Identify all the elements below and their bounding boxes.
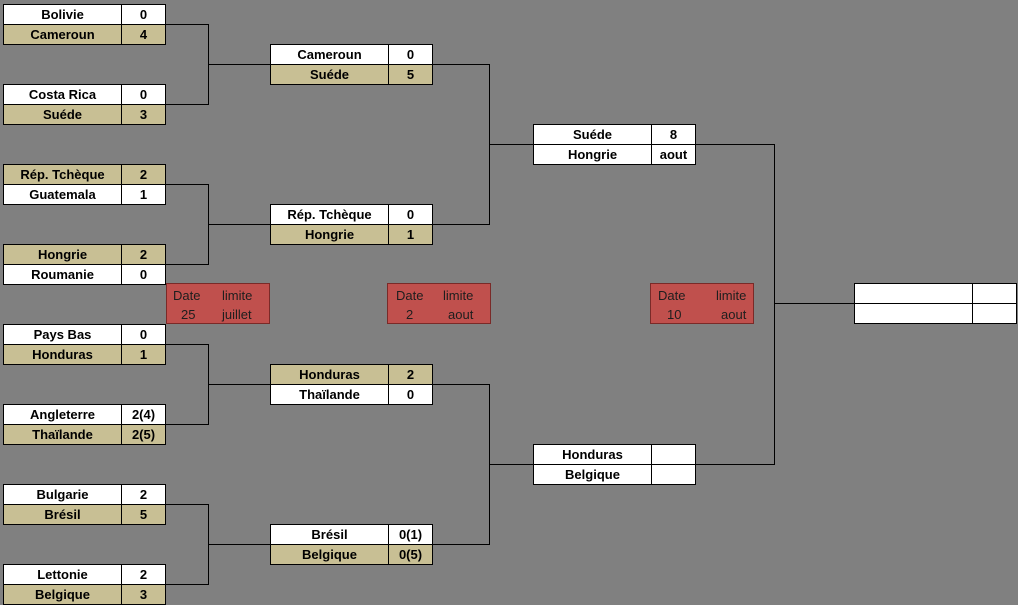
deadline-label-limit: limite — [222, 288, 253, 303]
team-name: Hongrie — [533, 144, 652, 165]
team-score — [972, 283, 1017, 304]
team-name: Suéde — [533, 124, 652, 145]
deadline-day: 2 — [406, 307, 414, 322]
team-name: Belgique — [270, 544, 389, 565]
team-score: 3 — [121, 104, 166, 125]
deadline-day: 10 — [667, 307, 682, 322]
team-score: 2 — [388, 364, 433, 385]
team-score: 4 — [121, 24, 166, 45]
team-name: Brésil — [3, 504, 122, 525]
team-score: 0 — [121, 324, 166, 345]
team-score: 2 — [121, 484, 166, 505]
deadline-label-date: Date — [658, 288, 686, 303]
team-name: Hongrie — [270, 224, 389, 245]
team-name: Honduras — [533, 444, 652, 465]
team-name: Cameroun — [270, 44, 389, 65]
team-score: 3 — [121, 584, 166, 605]
deadline-month: juillet — [222, 307, 252, 322]
team-name: Pays Bas — [3, 324, 122, 345]
deadline-month: aout — [448, 307, 474, 322]
deadline-round3: Date limite 10 aout — [650, 283, 754, 324]
team-score: 0(5) — [388, 544, 433, 565]
team-score: 0 — [388, 204, 433, 225]
team-score: 5 — [388, 64, 433, 85]
deadline-day: 25 — [181, 307, 196, 322]
team-score: 2 — [121, 564, 166, 585]
deadline-round2: Date limite 2 aout — [387, 283, 491, 324]
team-score: 1 — [121, 184, 166, 205]
team-name: Suéde — [270, 64, 389, 85]
team-score: 0 — [121, 4, 166, 25]
team-name: Belgique — [533, 464, 652, 485]
team-name: Cameroun — [3, 24, 122, 45]
team-name: Honduras — [270, 364, 389, 385]
team-score: 0 — [121, 84, 166, 105]
team-name: Belgique — [3, 584, 122, 605]
team-name: Honduras — [3, 344, 122, 365]
team-score: 8 — [651, 124, 696, 145]
team-name: Guatemala — [3, 184, 122, 205]
team-name: Angleterre — [3, 404, 122, 425]
deadline-label-date: Date — [173, 288, 201, 303]
team-name: Roumanie — [3, 264, 122, 285]
team-name: Hongrie — [3, 244, 122, 265]
team-name: Rép. Tchèque — [3, 164, 122, 185]
team-score: 2 — [121, 164, 166, 185]
team-name: Thaïlande — [270, 384, 389, 405]
team-score: 0 — [388, 44, 433, 65]
team-name: Bulgarie — [3, 484, 122, 505]
team-name: Thaïlande — [3, 424, 122, 445]
deadline-label-date: Date — [396, 288, 424, 303]
team-name: Bolivie — [3, 4, 122, 25]
team-score: 5 — [121, 504, 166, 525]
team-score — [651, 464, 696, 485]
team-score: 1 — [388, 224, 433, 245]
deadline-label-limit: limite — [716, 288, 747, 303]
team-score: 1 — [121, 344, 166, 365]
team-name: Rép. Tchèque — [270, 204, 389, 225]
deadline-label-limit: limite — [443, 288, 474, 303]
team-score — [651, 444, 696, 465]
team-name — [854, 283, 973, 304]
team-name — [854, 303, 973, 324]
team-score: 0(1) — [388, 524, 433, 545]
deadline-round1: Date limite 25 juillet — [166, 283, 270, 324]
team-score: aout — [651, 144, 696, 165]
team-name: Suéde — [3, 104, 122, 125]
deadline-month: aout — [721, 307, 747, 322]
team-score: 2 — [121, 244, 166, 265]
team-score — [972, 303, 1017, 324]
team-score: 2(4) — [121, 404, 166, 425]
team-score: 0 — [121, 264, 166, 285]
team-name: Lettonie — [3, 564, 122, 585]
team-score: 2(5) — [121, 424, 166, 445]
team-name: Brésil — [270, 524, 389, 545]
team-name: Costa Rica — [3, 84, 122, 105]
team-score: 0 — [388, 384, 433, 405]
